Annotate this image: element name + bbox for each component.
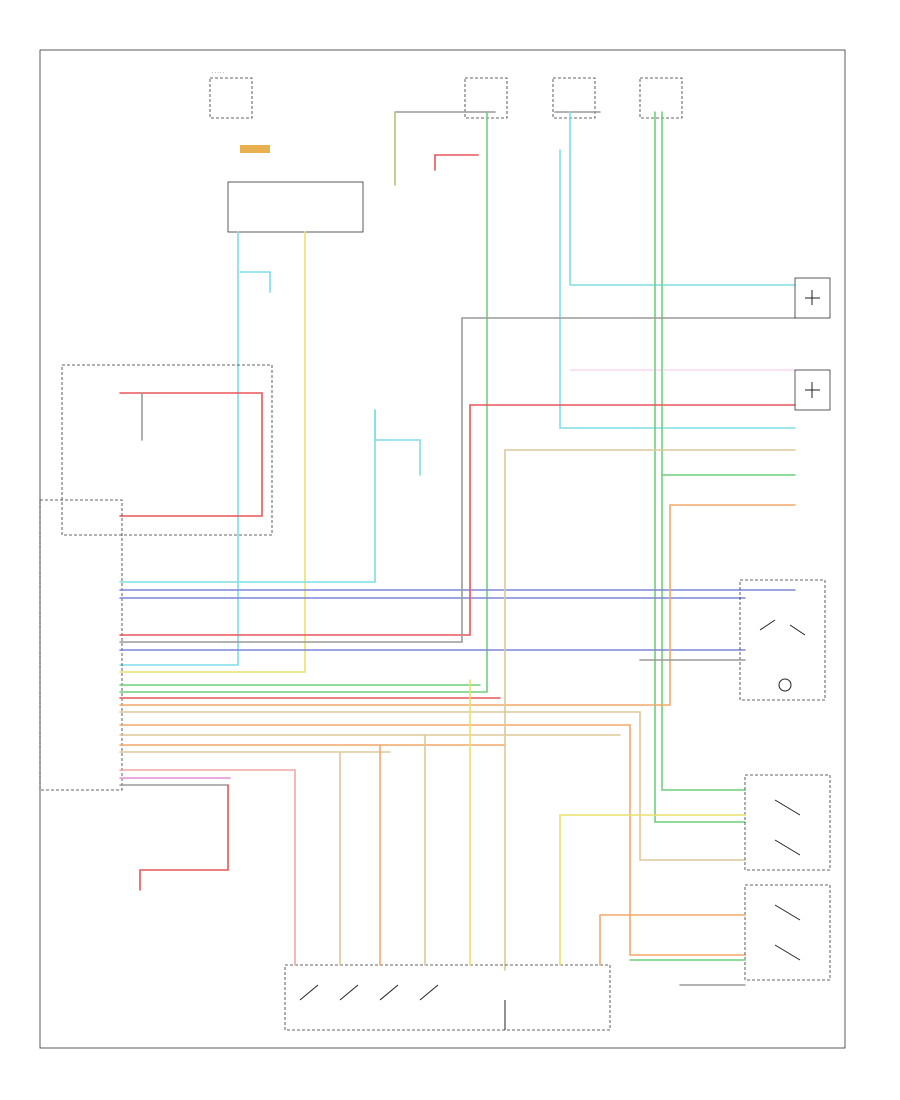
top-fuse-block: · · · · · — [209, 70, 364, 233]
pcm — [39, 499, 123, 791]
trans-range-sensor — [61, 364, 273, 536]
top-fuse-block-label: · · · · · — [212, 70, 224, 75]
top-fuse-far — [639, 77, 683, 119]
vss-top — [794, 277, 831, 319]
tcc-relay-block — [739, 579, 826, 701]
shift-solenoid-lower — [744, 774, 831, 981]
top-fuse-mid — [464, 77, 508, 119]
solenoid-pack — [284, 964, 611, 1031]
top-fuse-right — [552, 77, 596, 119]
diagram-frame — [39, 49, 846, 1049]
vss-mid — [794, 369, 831, 411]
brake-switch — [374, 409, 421, 476]
